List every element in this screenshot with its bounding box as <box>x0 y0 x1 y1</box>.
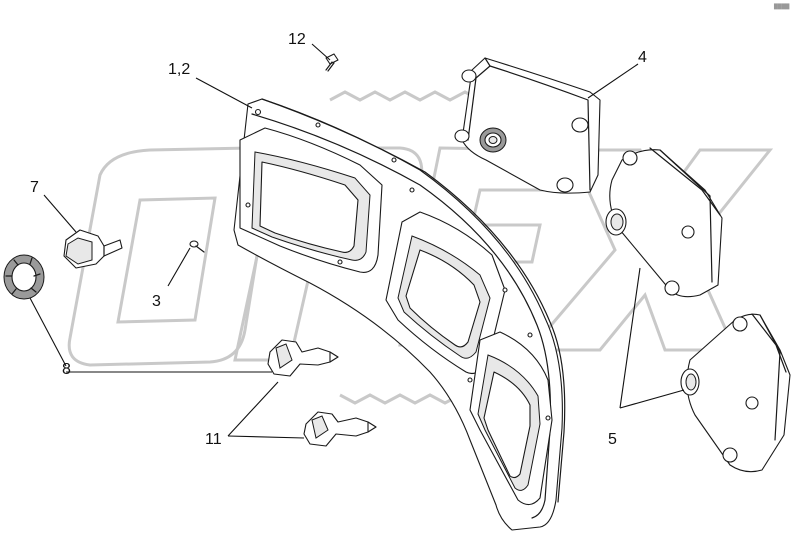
lamp-unit-5-upper <box>605 147 723 298</box>
callout-12: 12 <box>288 31 306 48</box>
callout-3: 3 <box>152 293 161 310</box>
lamp-unit-5-lower <box>680 313 791 473</box>
callout-4: 4 <box>638 49 647 66</box>
bulb-holder-11-upper <box>267 339 339 377</box>
lamp-panel-housing <box>233 98 566 531</box>
callout-11: 11 <box>205 431 222 448</box>
callout-labels: 12 1,2 4 7 3 8 11 5 <box>30 31 647 448</box>
callout-5: 5 <box>608 431 617 448</box>
callout-1-2: 1,2 <box>168 61 190 78</box>
leader-lines <box>29 43 685 439</box>
lamp-unit-4 <box>454 57 601 194</box>
connector-7 <box>63 229 123 269</box>
ring-8 <box>3 254 45 300</box>
screw-3 <box>189 240 205 253</box>
callout-8: 8 <box>62 361 71 378</box>
corner-mark: ████ <box>773 3 790 10</box>
callout-7: 7 <box>30 179 39 196</box>
screw-12 <box>325 53 339 72</box>
bulb-holder-11-lower <box>303 411 377 447</box>
